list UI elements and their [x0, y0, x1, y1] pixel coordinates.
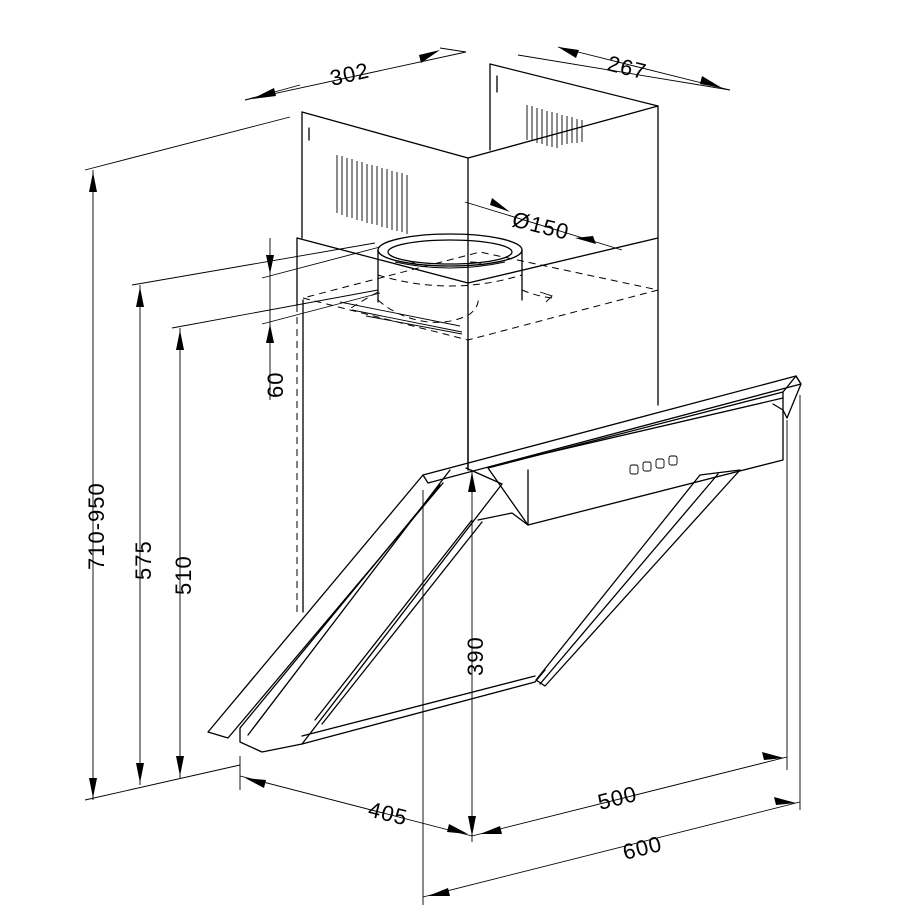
dim-575: 575 — [131, 242, 376, 785]
dim-600-label: 600 — [620, 831, 665, 865]
duct-collar — [347, 233, 553, 323]
dim-390-label: 390 — [463, 636, 488, 676]
control-button-1 — [629, 464, 639, 475]
dim-302: 302 — [244, 47, 467, 101]
dim-500: 500 — [471, 420, 788, 837]
dim-710-950-label: 710-950 — [84, 482, 109, 570]
dim-302-label: 302 — [328, 58, 372, 91]
dim-267: 267 — [517, 46, 731, 91]
vent-slots-right — [526, 105, 583, 148]
chimney-upper — [301, 63, 659, 471]
dim-405-label: 405 — [366, 797, 411, 831]
dim-390: 390 — [463, 470, 488, 842]
dim-267-label: 267 — [605, 51, 650, 85]
control-buttons — [629, 455, 678, 475]
control-button-2 — [642, 461, 652, 472]
mounting-plate-hidden — [302, 251, 659, 341]
dim-405: 405 — [239, 756, 473, 837]
hood-canopy — [207, 375, 802, 753]
dim-710-950: 710-950 — [84, 116, 291, 801]
dim-dia-150-label: Ø150 — [510, 207, 572, 245]
dim-510-label: 510 — [171, 555, 196, 595]
dim-500-label: 500 — [595, 781, 640, 815]
control-button-4 — [668, 455, 678, 466]
vent-slots-left — [336, 155, 408, 234]
control-button-3 — [655, 458, 665, 469]
dim-510: 510 — [171, 289, 379, 778]
dim-dia-150: Ø150 — [464, 198, 623, 251]
chimney-lower — [296, 237, 659, 613]
dim-575-label: 575 — [131, 540, 156, 580]
dim-60-label: 60 — [263, 372, 288, 398]
dim-60: 60 — [261, 238, 381, 400]
